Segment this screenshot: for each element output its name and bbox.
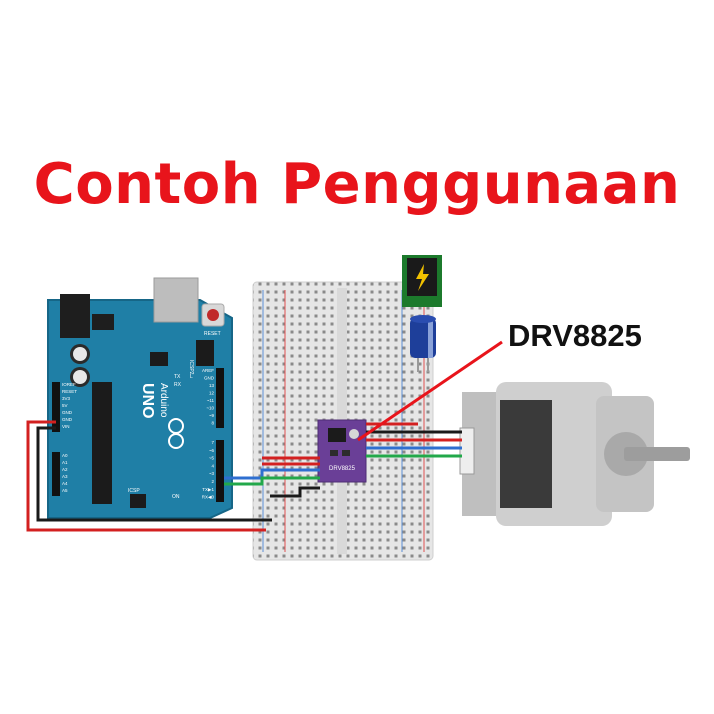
wires bbox=[26, 420, 462, 532]
power-header bbox=[52, 382, 60, 432]
pin-label: ~11 bbox=[207, 398, 215, 403]
page-title: Contoh Penggunaan bbox=[33, 152, 681, 217]
icsp-header bbox=[130, 494, 146, 508]
usb-connector bbox=[153, 277, 199, 323]
reset-button-cap[interactable] bbox=[207, 309, 219, 321]
motor-shaft bbox=[624, 447, 690, 461]
arduino-model-text: UNO bbox=[139, 383, 156, 419]
arduino-uno-board: RESET ICSP2 TX RX L Arduino UNO ICSP ON … bbox=[47, 277, 233, 519]
pin-label: 8 bbox=[211, 421, 214, 426]
pin-label: RX◀0 bbox=[202, 495, 215, 500]
drv8825-chip bbox=[328, 428, 346, 442]
drv8825-chip-label: DRV8825 bbox=[329, 466, 356, 472]
arduino-logo: Arduino UNO bbox=[139, 383, 169, 419]
pin-label: AREF bbox=[202, 368, 214, 373]
icsp2-header bbox=[196, 340, 214, 366]
motor-connector bbox=[459, 427, 475, 475]
pin-label: ~9 bbox=[209, 413, 215, 418]
pin-label: ~5 bbox=[209, 456, 215, 461]
wire-5v bbox=[26, 420, 266, 532]
pin-label: GND bbox=[62, 417, 73, 422]
reset-label: RESET bbox=[204, 331, 221, 337]
l-led-label: L bbox=[190, 374, 193, 380]
arduino-brand-text: Arduino bbox=[158, 383, 169, 418]
stepper-motor bbox=[459, 382, 690, 526]
wire-driver-gnd bbox=[270, 486, 320, 498]
pin-label: ~6 bbox=[209, 448, 215, 453]
pin-label: ~10 bbox=[206, 406, 214, 411]
motor-dark-band bbox=[500, 400, 552, 508]
pin-label: GND bbox=[204, 376, 215, 381]
pin-label: GND bbox=[62, 410, 73, 415]
pin-label: 12 bbox=[209, 391, 215, 396]
digital-bottom-pin-labels: 7 ~6 ~5 4 ~3 2TX▶1RX◀0 bbox=[202, 440, 215, 500]
voltage-regulator bbox=[92, 314, 114, 330]
drv8825-potentiometer[interactable] bbox=[349, 429, 359, 439]
power-pin-labels: IOREF RESET 3V3 5V GND GND VIN bbox=[62, 382, 77, 429]
tx-led-label: TX bbox=[174, 374, 181, 380]
pin-label: ~3 bbox=[209, 471, 215, 476]
callout-pointer-line bbox=[357, 340, 503, 442]
drv8825-callout-label: DRV8825 bbox=[508, 318, 642, 353]
pin-label: A2 bbox=[62, 467, 68, 472]
pin-label: A4 bbox=[62, 481, 68, 486]
pin-label: A0 bbox=[62, 453, 68, 458]
pin-label: 3V3 bbox=[62, 396, 71, 401]
on-led-label: ON bbox=[172, 494, 180, 500]
rx-led-label: RX bbox=[174, 382, 182, 388]
pin-label: A5 bbox=[62, 488, 68, 493]
power-jack bbox=[402, 255, 442, 307]
pin-label: A1 bbox=[62, 460, 68, 465]
drv8825-driver-board: DRV8825 bbox=[317, 419, 367, 483]
digital-top-pin-labels: AREF GND 13 12 ~11 ~10 ~9 8 bbox=[202, 368, 215, 426]
icsp2-label: ICSP2 bbox=[188, 360, 194, 375]
digital-header-bottom bbox=[216, 440, 224, 502]
analog-header bbox=[52, 452, 60, 496]
digital-header-top bbox=[216, 368, 224, 428]
pin-label: RESET bbox=[62, 389, 77, 394]
pin-label: 7 bbox=[211, 440, 214, 445]
pin-label: 4 bbox=[211, 463, 214, 468]
capacitor bbox=[410, 315, 436, 372]
wire-dir bbox=[224, 476, 320, 486]
pin-label: A3 bbox=[62, 474, 68, 479]
pin-label: VIN bbox=[62, 424, 70, 429]
icsp-label: ICSP bbox=[128, 488, 140, 494]
pin-label: 5V bbox=[62, 403, 68, 408]
capacitor-stripe bbox=[428, 318, 433, 358]
pin-label: 13 bbox=[209, 383, 215, 388]
wire-gnd bbox=[36, 426, 272, 522]
dc-barrel-jack bbox=[60, 294, 90, 338]
usb-chip bbox=[150, 352, 168, 366]
lightning-bolt-icon bbox=[416, 264, 429, 291]
pin-label: 2 bbox=[211, 479, 214, 484]
pin-label: TX▶1 bbox=[202, 487, 214, 492]
pin-label: IOREF bbox=[62, 382, 76, 387]
atmega-chip bbox=[92, 382, 112, 504]
wire-step bbox=[224, 468, 320, 480]
